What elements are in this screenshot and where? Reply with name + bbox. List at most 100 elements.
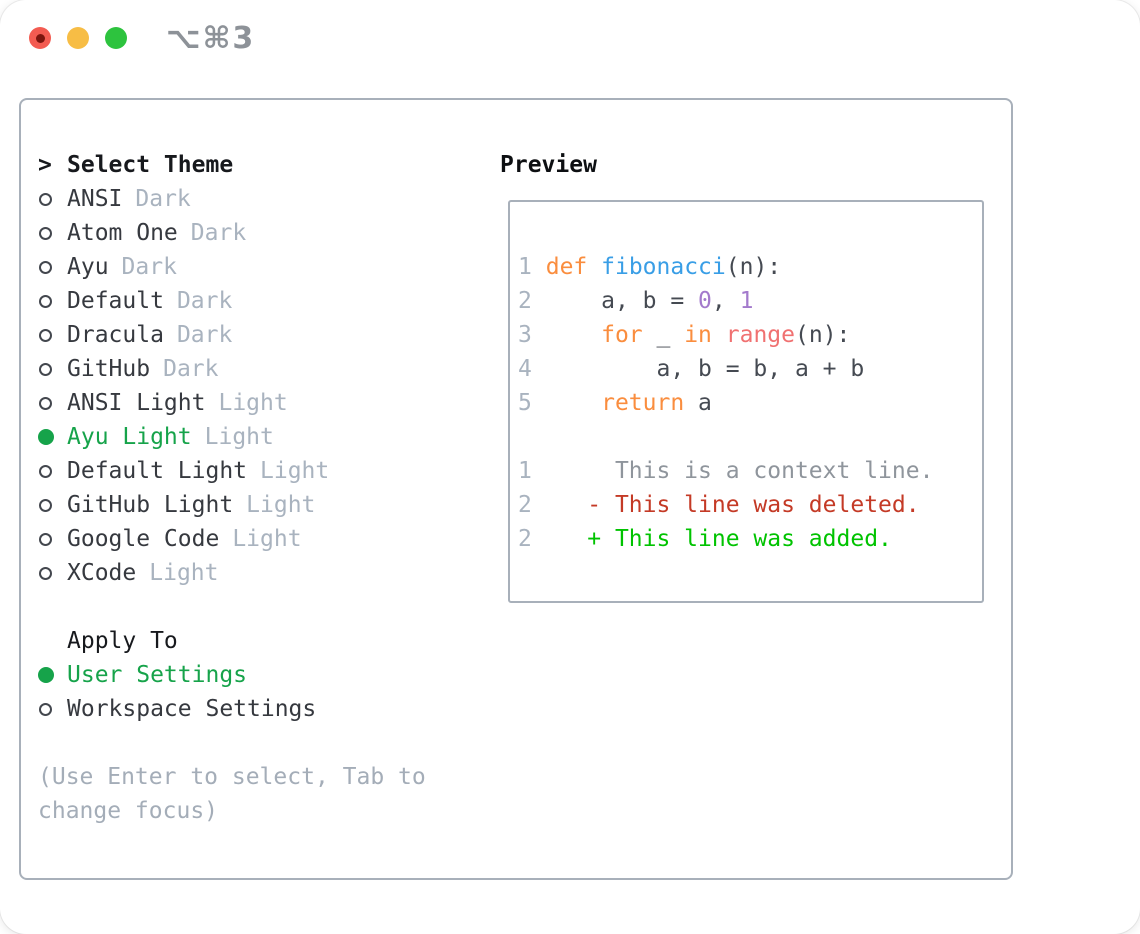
preview-line: 1 def fibonacci(n): (518, 250, 974, 284)
theme-name: Ayu (67, 254, 109, 280)
preview-line: 3 for _ in range(n): (518, 318, 974, 352)
minimize-button[interactable] (67, 27, 89, 49)
theme-variant-tag: Light (218, 390, 288, 416)
theme-variant-tag: Light (246, 492, 316, 518)
radio-icon (38, 566, 67, 580)
code-token (532, 390, 601, 416)
zoom-button[interactable] (105, 27, 127, 49)
radio-icon (38, 396, 67, 410)
theme-name: XCode (67, 560, 137, 586)
line-number: 1 (518, 458, 532, 484)
preview-line: 5 return a (518, 386, 974, 420)
apply-option-user-settings[interactable]: User Settings (38, 658, 478, 692)
radio-selected-icon (38, 667, 67, 683)
theme-variant-tag: Light (232, 526, 302, 552)
line-number: 4 (518, 356, 532, 382)
code-token: return (601, 390, 685, 416)
radio-dot (39, 566, 52, 580)
radio-icon (38, 328, 67, 342)
theme-name: Atom One (67, 220, 178, 246)
select-theme-header: > Select Theme (38, 148, 478, 182)
theme-variant-tag: Light (204, 424, 274, 450)
preview-line: 2 a, b = 0, 1 (518, 284, 974, 318)
code-token: fibonacci (601, 254, 726, 280)
line-number: 2 (518, 526, 532, 552)
theme-variant-tag: Dark (176, 322, 233, 348)
preview-line: 1 This is a context line. (518, 454, 974, 488)
theme-option-dracula-dark[interactable]: Dracula Dark (38, 318, 478, 352)
radio-dot (39, 702, 52, 716)
apply-to-header: Apply To (38, 624, 478, 658)
radio-dot (38, 429, 54, 445)
code-token: , (711, 288, 740, 314)
code-token: _ (642, 322, 685, 348)
theme-name: ANSI Light (67, 390, 206, 416)
preview-line: 2 - This line was deleted. (518, 488, 974, 522)
radio-selected-icon (38, 429, 67, 445)
theme-variant-tag: Dark (176, 288, 233, 314)
radio-icon (38, 226, 67, 240)
section-spacer (38, 590, 478, 624)
radio-dot (39, 362, 52, 376)
theme-option-xcode-light[interactable]: XCode Light (38, 556, 478, 590)
code-token (587, 254, 601, 280)
section-spacer (38, 726, 478, 760)
theme-option-google-code-light[interactable]: Google Code Light (38, 522, 478, 556)
theme-name: Google Code (67, 526, 220, 552)
theme-option-github-light-light[interactable]: GitHub Light Light (38, 488, 478, 522)
theme-variant-tag: Light (149, 560, 219, 586)
radio-dot (39, 192, 52, 206)
theme-option-default-light-light[interactable]: Default Light Light (38, 454, 478, 488)
code-token: a (684, 390, 712, 416)
code-token (712, 322, 726, 348)
line-number: 1 (518, 254, 532, 280)
close-button[interactable] (29, 27, 51, 49)
apply-option-label: Workspace Settings (67, 696, 317, 722)
line-number: 3 (518, 322, 532, 348)
theme-variant-tag: Dark (163, 356, 219, 382)
radio-dot (39, 532, 52, 546)
apply-to-title: Apply To (67, 628, 178, 654)
code-token: (n): (795, 322, 851, 348)
code-token: + This line was added. (531, 526, 892, 552)
theme-name: Default Light (67, 458, 248, 484)
radio-dot (39, 226, 52, 240)
close-dot-icon (35, 33, 45, 43)
radio-icon (38, 532, 67, 546)
theme-name: GitHub (67, 356, 151, 382)
theme-option-atom-one-dark[interactable]: Atom One Dark (38, 216, 478, 250)
line-number: 5 (518, 390, 532, 416)
theme-option-ansi-light-light[interactable]: ANSI Light Light (38, 386, 478, 420)
code-token: (n): (725, 254, 782, 280)
code-token: range (725, 322, 796, 348)
radio-icon (38, 702, 67, 716)
theme-variant-tag: Dark (190, 220, 247, 246)
theme-name: Dracula (67, 322, 164, 348)
radio-icon (38, 294, 67, 308)
apply-option-label: User Settings (67, 662, 248, 688)
theme-option-github-dark[interactable]: GitHub Dark (38, 352, 478, 386)
code-token (532, 254, 546, 280)
code-token (532, 322, 601, 348)
code-token: - This line was deleted. (531, 492, 920, 518)
theme-name: GitHub Light (67, 492, 234, 518)
apply-option-workspace-settings[interactable]: Workspace Settings (38, 692, 478, 726)
radio-dot (39, 464, 52, 478)
radio-icon (38, 498, 67, 512)
window-title: ⌥⌘3 (166, 21, 256, 56)
theme-variant-tag: Light (260, 458, 330, 484)
preview-line: 2 + This line was added. (518, 522, 974, 556)
radio-icon (38, 192, 67, 206)
code-token: a, b = (531, 288, 699, 314)
code-token: def (545, 254, 588, 280)
